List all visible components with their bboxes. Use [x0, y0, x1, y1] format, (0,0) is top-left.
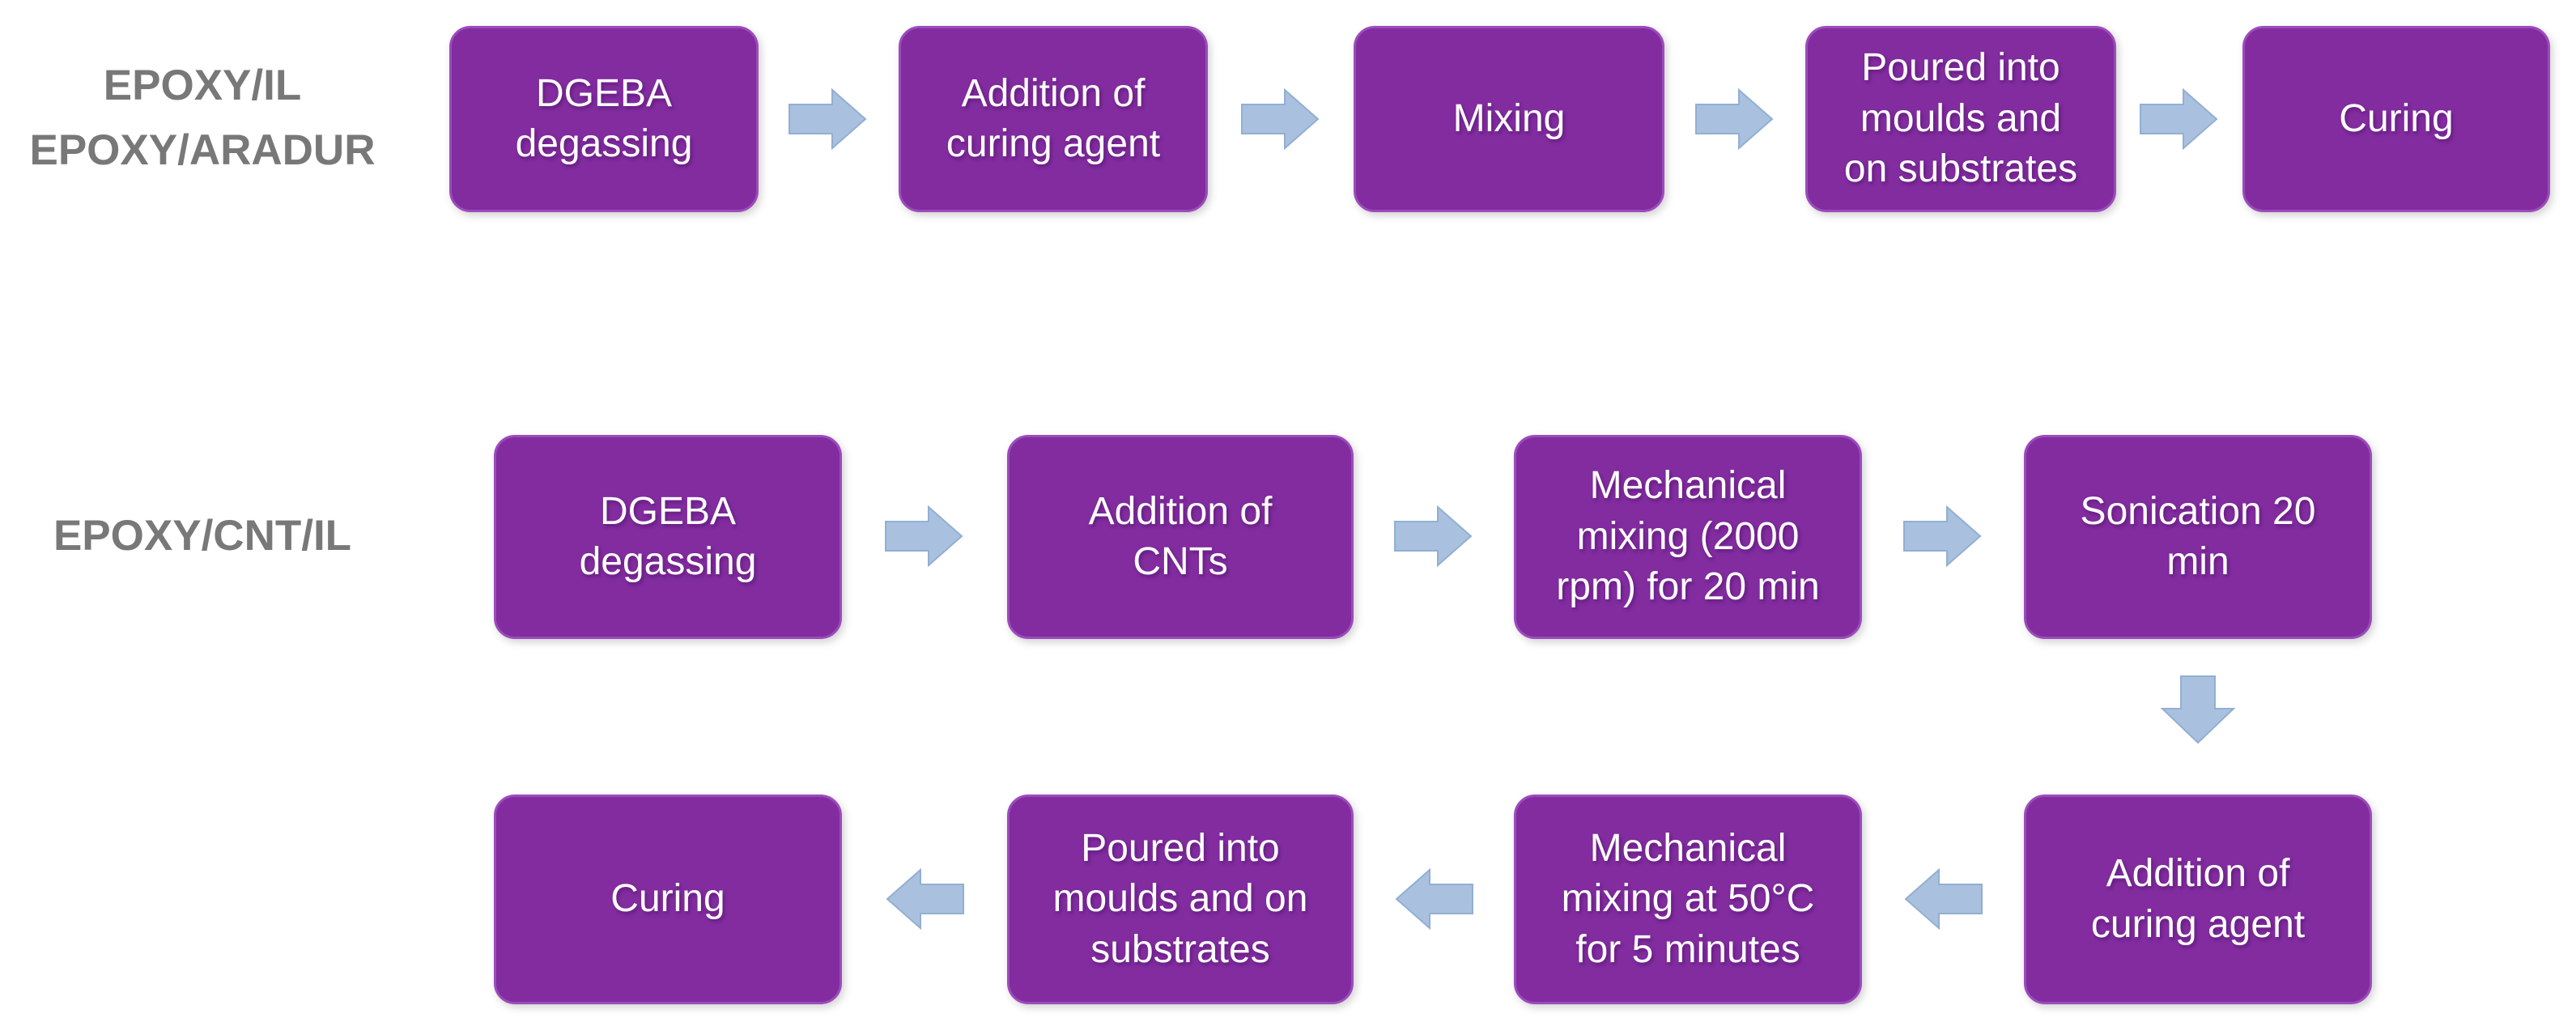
arrow-right-icon	[885, 505, 963, 568]
arrow-left-icon	[1904, 867, 1983, 931]
arrow-right-icon	[1903, 505, 1982, 568]
flow-step-box: Addition of curing agent	[2024, 795, 2372, 1004]
flow-label-epoxy-cnt-il: EPOXY/CNT/IL	[53, 512, 352, 560]
flow-step-box: Poured into moulds and on substrates	[1007, 795, 1354, 1004]
flow-label-epoxy-il: EPOXY/IL EPOXY/ARADUR	[29, 62, 376, 174]
flow-step-box: Curing	[494, 795, 842, 1004]
flow-step-box: DGEBA degassing	[449, 26, 759, 212]
flow-step-box: Curing	[2242, 26, 2550, 212]
arrow-down-icon	[2160, 675, 2236, 744]
flow-step-box: Addition of CNTs	[1007, 435, 1354, 639]
arrow-right-icon	[1394, 505, 1473, 568]
flow-step-box: Mixing	[1354, 26, 1664, 212]
arrow-right-icon	[2140, 87, 2218, 151]
flow-step-box: Poured into moulds and on substrates	[1805, 26, 2116, 212]
flow-step-box: Mechanical mixing (2000 rpm) for 20 min	[1514, 435, 1862, 639]
arrow-left-icon	[1395, 867, 1473, 931]
arrow-right-icon	[1695, 87, 1774, 151]
arrow-right-icon	[789, 87, 867, 151]
arrow-right-icon	[1241, 87, 1320, 151]
arrow-left-icon	[886, 867, 964, 931]
flow-step-box: Sonication 20 min	[2024, 435, 2372, 639]
flow-step-box: DGEBA degassing	[494, 435, 842, 639]
flow-step-box: Addition of curing agent	[899, 26, 1208, 212]
flow-step-box: Mechanical mixing at 50°C for 5 minutes	[1514, 795, 1862, 1004]
